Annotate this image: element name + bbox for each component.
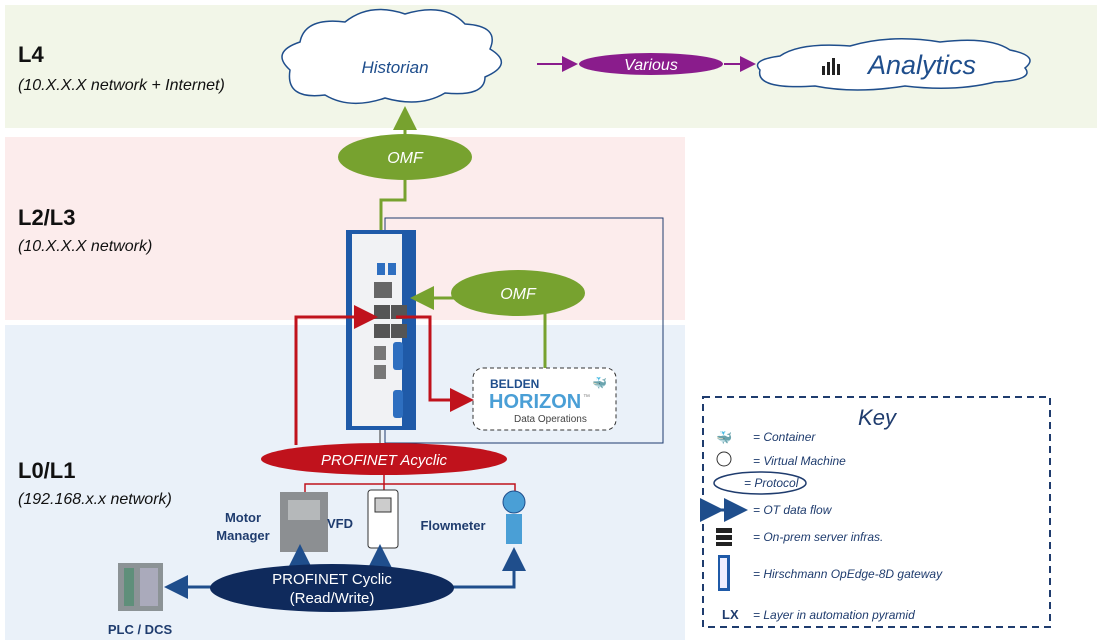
profinet-cyclic-label-2: (Read/Write): [290, 590, 375, 607]
analytics-cloud: Analytics: [756, 38, 1031, 91]
key-server: = On-prem server infras.: [753, 530, 883, 544]
profinet-cyclic-protocol: [210, 564, 454, 612]
container-icon: 🐳: [716, 430, 732, 445]
various-protocol: [579, 53, 723, 75]
key-gateway: = Hirschmann OpEdge-8D gateway: [753, 567, 943, 581]
profinet-acyclic-protocol: [261, 443, 507, 475]
flowmeter-label: Flowmeter: [420, 518, 485, 533]
key-vm: = Virtual Machine: [753, 454, 846, 468]
virtual-machine-icon: [716, 451, 732, 467]
omf-protocol-top: [338, 134, 472, 180]
server-icon: [716, 528, 732, 546]
historian-cloud: Historian: [281, 8, 502, 105]
key-layer: = Layer in automation pyramid: [753, 608, 915, 622]
layer-l23-subtitle: (10.X.X.X network): [18, 238, 152, 255]
horizon-tm: ™: [583, 394, 590, 401]
layer-l4-subtitle: (10.X.X.X network + Internet): [18, 77, 225, 94]
vfd-device: [367, 489, 399, 549]
key-lx: LX: [722, 607, 739, 622]
horizon-brand: BELDEN: [490, 377, 539, 391]
key-otflow: = OT data flow: [753, 503, 833, 517]
layer-l01-title: L0/L1: [18, 458, 75, 483]
profinet-cyclic-label-1: PROFINET Cyclic: [272, 571, 392, 588]
protocol-key-icon: [713, 471, 807, 495]
various-label: Various: [624, 57, 678, 74]
bar-chart-icon: [822, 58, 840, 75]
analytics-label: Analytics: [866, 50, 976, 80]
plc-label: PLC / DCS: [108, 622, 173, 637]
motor-manager-device: [280, 492, 328, 552]
gateway-icon: [718, 555, 730, 591]
plc-device: [118, 563, 163, 611]
horizon-product: HORIZON: [489, 391, 581, 413]
motor-label-2: Manager: [216, 528, 269, 543]
key-container: = Container: [753, 430, 816, 444]
flowmeter-device: [502, 490, 526, 544]
belden-horizon-container: [472, 367, 617, 431]
layer-l4-title: L4: [18, 42, 44, 67]
key-title: Key: [858, 405, 898, 430]
legend-key: Key 🐳 = Container = Virtual Machine = Pr…: [700, 396, 1051, 628]
omf-protocol-mid: [451, 270, 585, 316]
key-protocol: = Protocol: [744, 476, 799, 490]
layer-l01-subtitle: (192.168.x.x network): [18, 491, 172, 508]
historian-label: Historian: [361, 58, 428, 77]
omf-mid-label: OMF: [500, 286, 537, 303]
vfd-label: VFD: [327, 516, 353, 531]
omf-top-label: OMF: [387, 150, 424, 167]
motor-label-1: Motor: [225, 510, 261, 525]
opedge-gateway: [346, 230, 416, 430]
layer-l23-title: L2/L3: [18, 205, 75, 230]
profinet-acyclic-label: PROFINET Acyclic: [321, 452, 448, 469]
container-icon: 🐳: [592, 376, 607, 390]
horizon-tagline: Data Operations: [514, 414, 587, 425]
